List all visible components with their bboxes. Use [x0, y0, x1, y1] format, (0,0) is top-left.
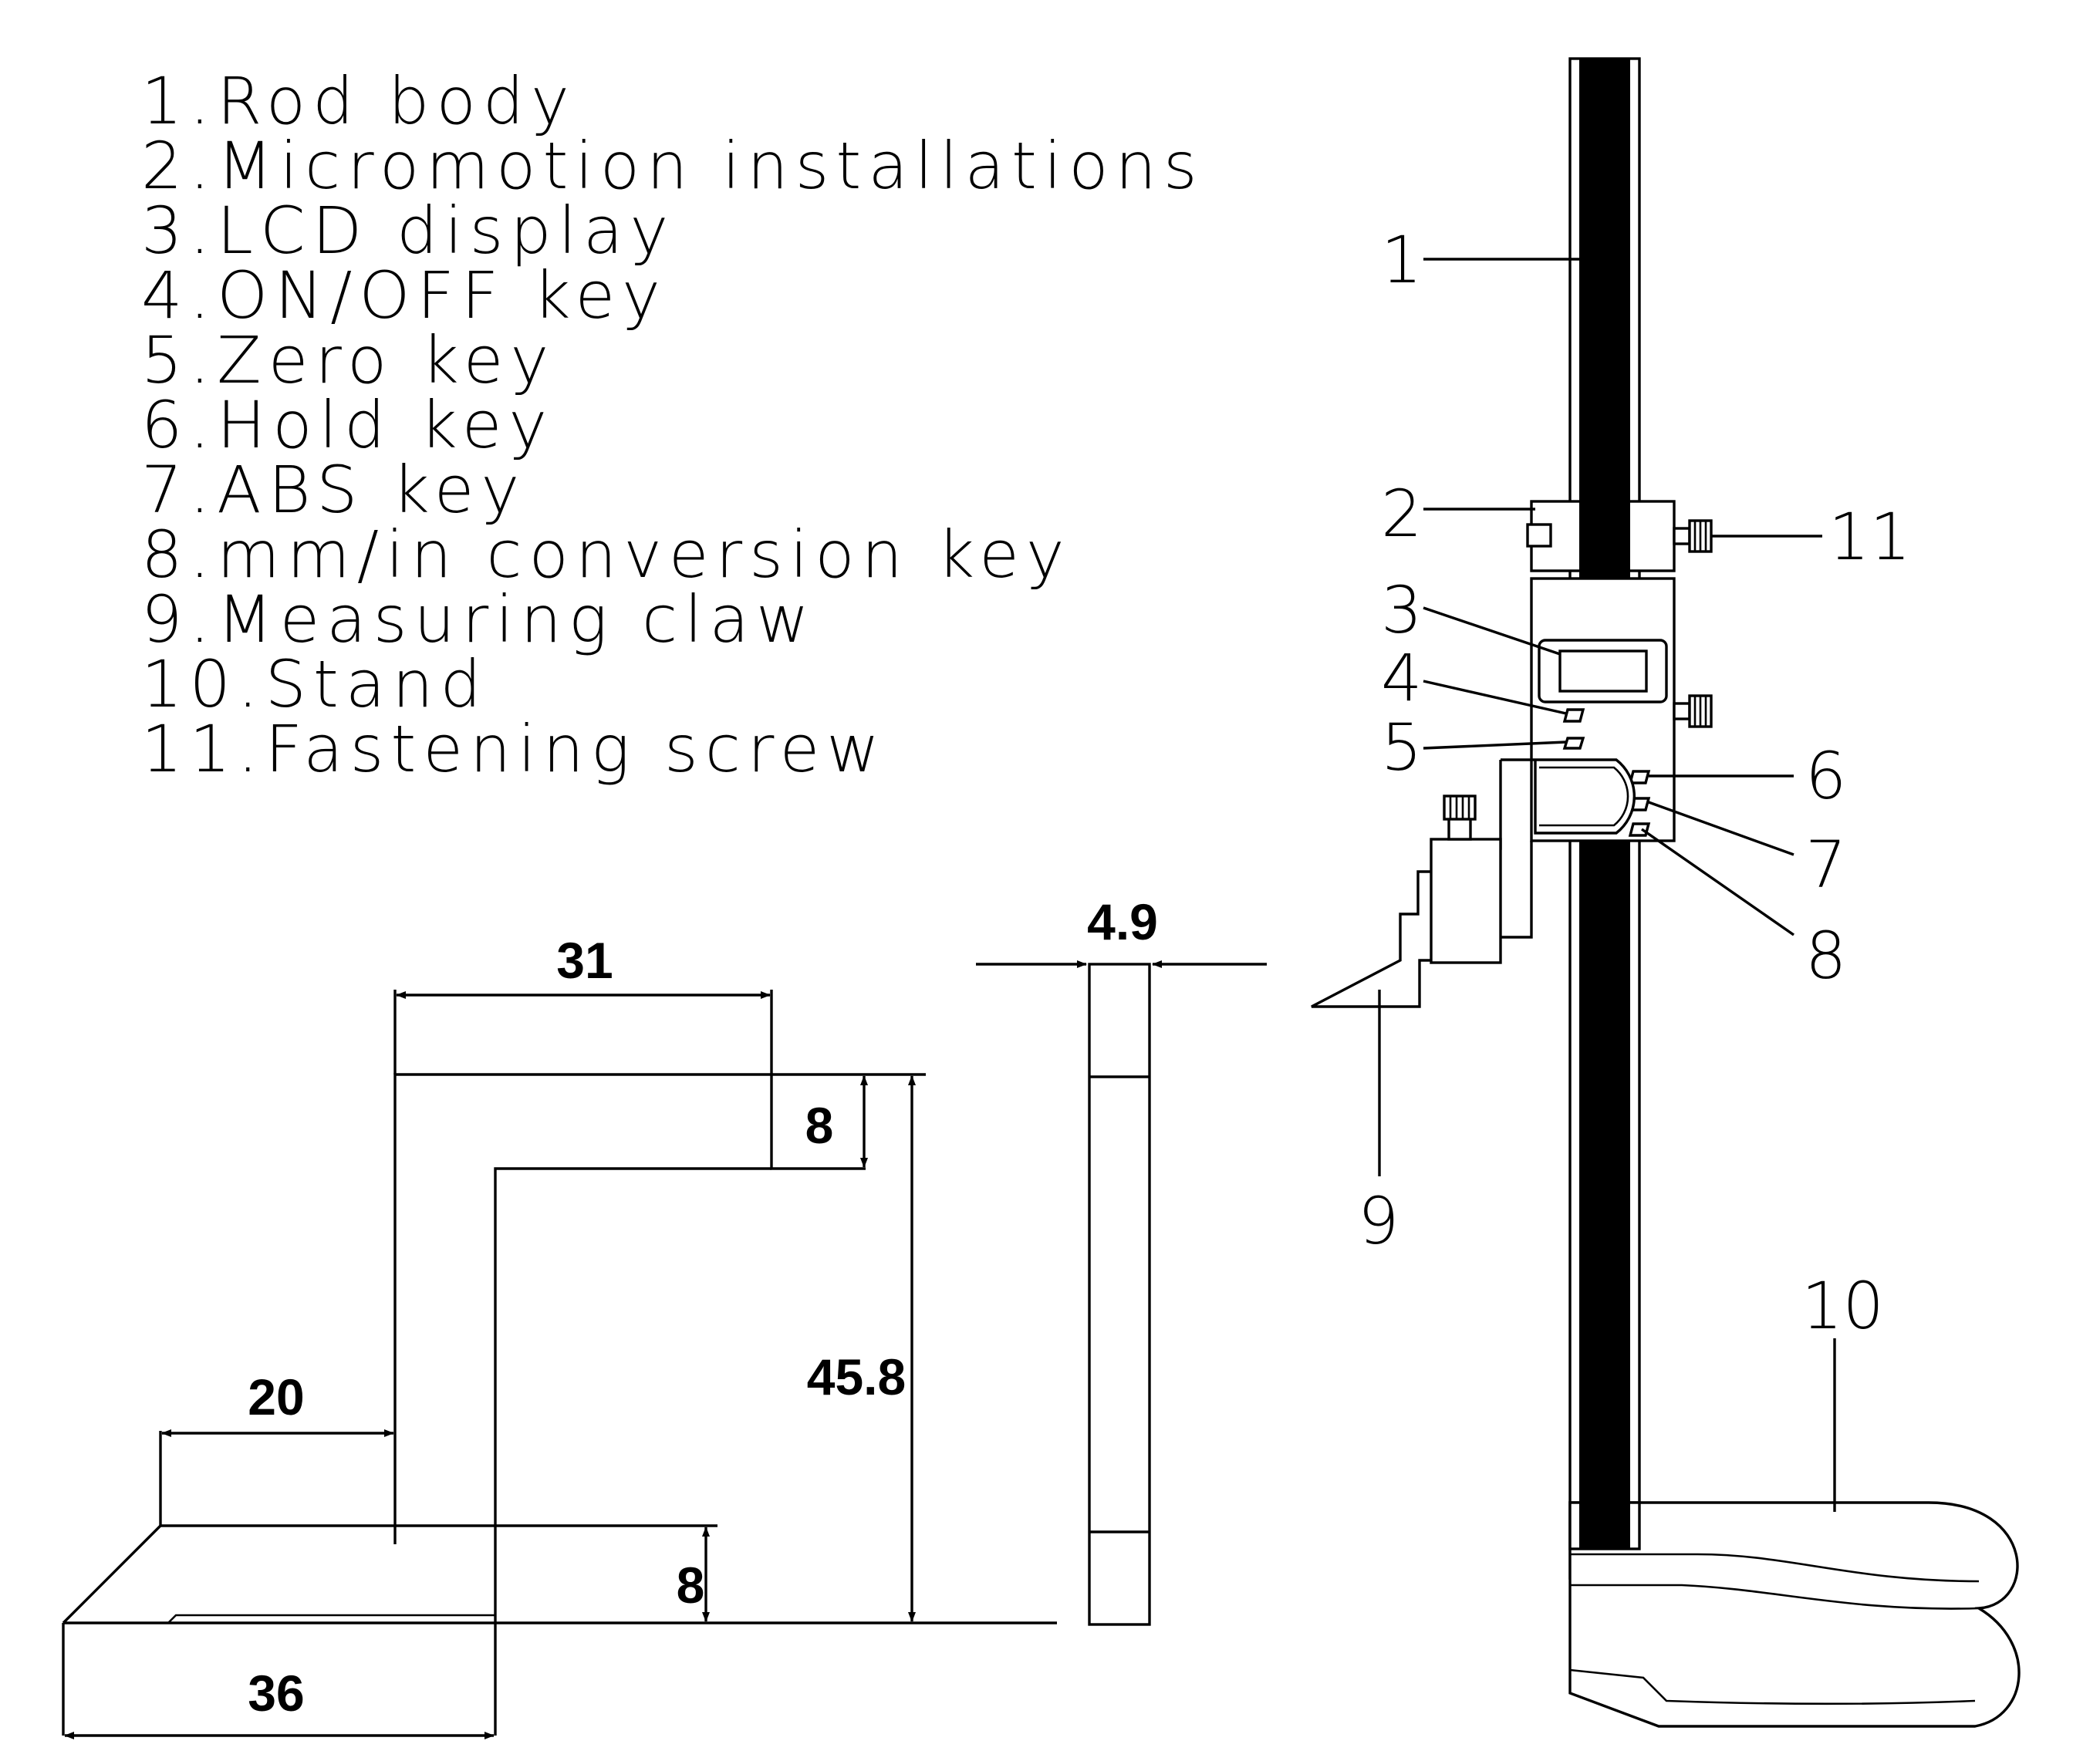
- claw-adjust-block: [1430, 838, 1502, 964]
- stand-contour-3: [1569, 1668, 1976, 1705]
- claw-outline-inner: [494, 1167, 771, 1623]
- claw-thickness-bar: [1088, 963, 1151, 1626]
- dim-label-20: 20: [248, 1368, 304, 1425]
- leader-4: [1423, 680, 1567, 715]
- legend-item-abs-key: 7.ABS key: [141, 452, 526, 528]
- dim-label-8-top: 8: [805, 1097, 834, 1154]
- lcd-screen: [1558, 649, 1648, 693]
- dim-label-31: 31: [556, 932, 613, 989]
- stand-contour-2: [1570, 1584, 1980, 1610]
- callout-1: 1: [1381, 222, 1422, 298]
- claw-profile-drawing: 31 8 45.8 20 8 36: [62, 932, 1057, 1739]
- claw-screw-neck: [1447, 816, 1472, 841]
- callout-9: 9: [1358, 1183, 1399, 1259]
- leader-8: [1641, 828, 1794, 936]
- callout-3: 3: [1381, 572, 1422, 648]
- claw-holder-window-inner: [1539, 766, 1629, 827]
- claw-thickness-drawing: 4.9: [976, 893, 1267, 1626]
- stand: [1568, 1501, 2021, 1728]
- dim-label-36: 36: [248, 1665, 304, 1722]
- parts-legend: 1.Rod body 2.Micromotion installations 3…: [141, 63, 1204, 787]
- callout-leaders: [1378, 258, 1836, 1512]
- callout-7: 7: [1805, 827, 1846, 902]
- callout-5: 5: [1381, 710, 1422, 785]
- stand-contour-1: [1570, 1553, 1980, 1583]
- dim-label-4-9: 4.9: [1087, 893, 1158, 950]
- legend-item-rod-body: 1.Rod body: [141, 63, 576, 139]
- fastening-screw-neck-top: [1673, 527, 1691, 545]
- fastening-screw-neck: [1673, 702, 1691, 720]
- zero-key: [1562, 737, 1585, 750]
- dim-label-8-bottom: 8: [677, 1557, 705, 1614]
- callout-numbers: 1 2 3 4 5 6 7 8 9 10 11: [1358, 222, 1911, 1344]
- base-bevel: [167, 1614, 495, 1624]
- legend-item-hold-key: 6.Hold key: [141, 387, 554, 463]
- legend-item-on-off-key: 4.ON/OFF key: [141, 258, 667, 333]
- conversion-key: [1628, 822, 1651, 837]
- micromotion-clamp: [1526, 523, 1552, 548]
- on-off-key: [1562, 708, 1585, 723]
- legend-item-fastening-screw: 11.Fastening screw: [141, 711, 886, 787]
- micromotion-rod-pass: [1579, 501, 1630, 572]
- height-gauge: [1311, 57, 2021, 1728]
- measuring-claw: [1311, 870, 1431, 1008]
- legend-item-measuring-claw: 9.Measuring claw: [141, 582, 816, 657]
- legend-item-zero-key: 5.Zero key: [141, 322, 555, 398]
- rod-foot-strip: [1579, 1502, 1630, 1550]
- legend-item-micromotion: 2.Micromotion installations: [141, 128, 1204, 204]
- callout-10: 10: [1801, 1268, 1884, 1344]
- callout-2: 2: [1381, 476, 1422, 552]
- claw-outline-outer: [393, 1073, 866, 1544]
- callout-6: 6: [1805, 738, 1846, 814]
- claw-holder-window: [1501, 758, 1636, 835]
- legend-item-conversion-key: 8.mm/in conversion key: [141, 517, 1072, 592]
- callout-8: 8: [1805, 918, 1846, 994]
- claw-base-top: [62, 1524, 717, 1624]
- leader-5: [1423, 740, 1567, 750]
- leader-7: [1648, 801, 1794, 856]
- callout-11: 11: [1828, 499, 1911, 575]
- legend-item-lcd-display: 3.LCD display: [141, 193, 675, 268]
- leader-3: [1423, 606, 1561, 656]
- callout-4: 4: [1381, 640, 1422, 716]
- legend-item-stand: 10.Stand: [141, 646, 488, 722]
- dim-label-45-8: 45.8: [807, 1348, 906, 1405]
- claw-screw-knob: [1443, 794, 1477, 821]
